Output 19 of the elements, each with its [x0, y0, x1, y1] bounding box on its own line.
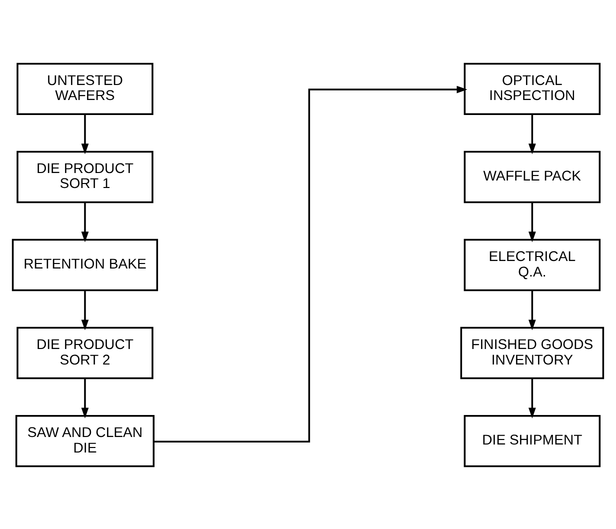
- node-box: RETENTION BAKE: [12, 238, 158, 291]
- node-box: UNTESTED WAFERS: [16, 62, 154, 115]
- arrow: [528, 114, 536, 154]
- arrow: [528, 290, 536, 330]
- node-box: FINISHED GOODS INVENTORY: [460, 326, 604, 379]
- node-box: OPTICAL INSPECTION: [464, 62, 601, 115]
- arrow: [81, 378, 89, 418]
- node-box: SAW AND CLEAN DIE: [15, 414, 155, 467]
- arrow: [154, 85, 468, 442]
- arrow: [81, 114, 89, 154]
- node-box: DIE SHIPMENT: [464, 414, 601, 467]
- node-box: WAFFLE PACK: [464, 150, 601, 203]
- arrow: [528, 378, 536, 418]
- arrow: [81, 202, 89, 242]
- arrow: [81, 290, 89, 330]
- node-box: DIE PRODUCT SORT 1: [16, 150, 154, 203]
- node-box: ELECTRICAL Q.A.: [464, 238, 601, 291]
- node-box: DIE PRODUCT SORT 2: [16, 326, 154, 379]
- arrow: [528, 202, 536, 242]
